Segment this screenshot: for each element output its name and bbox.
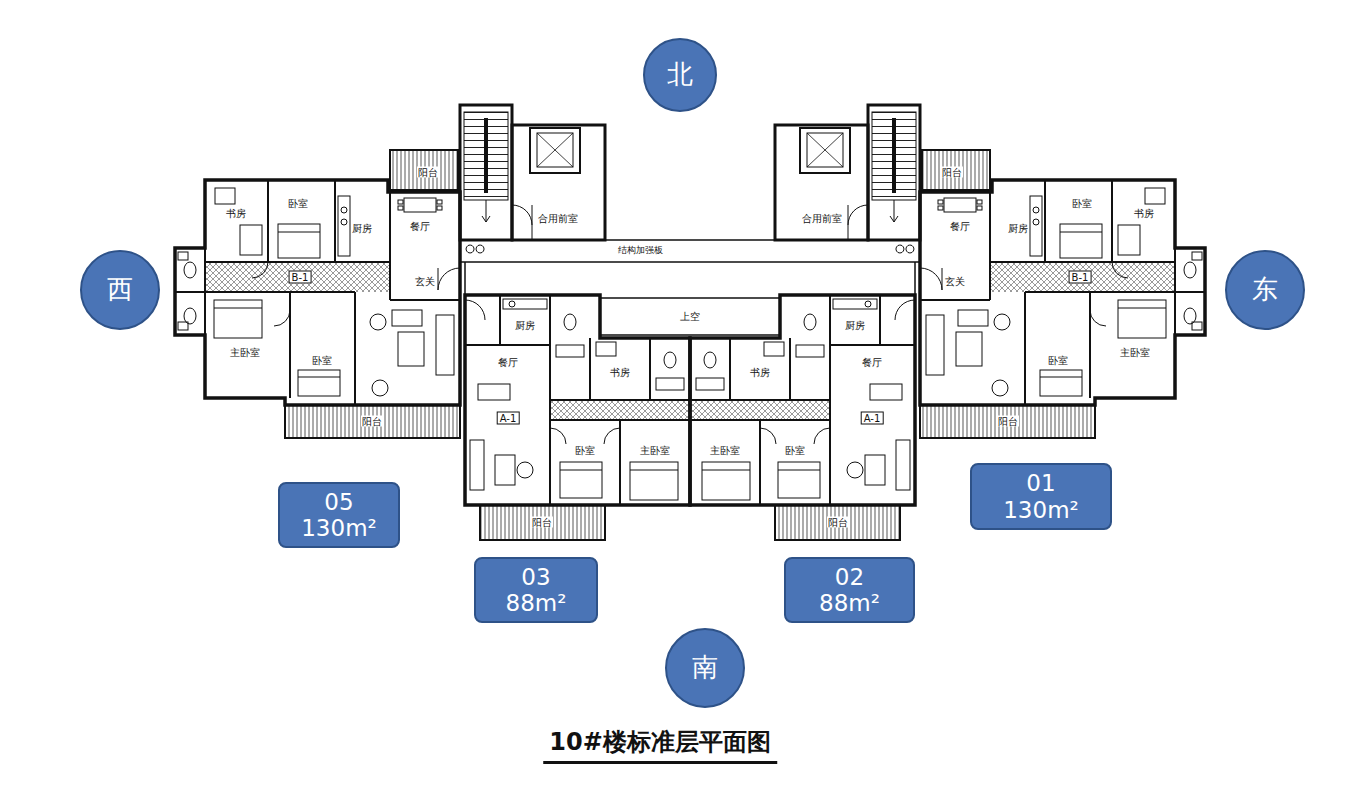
unit-number: 02 <box>835 564 864 590</box>
room-label: 玄关 <box>944 276 966 287</box>
unit-wall <box>175 180 460 405</box>
room-label: B-1 <box>1069 271 1092 284</box>
fixtures <box>465 299 684 500</box>
room-label: B-1 <box>289 271 312 284</box>
room-label: 结构加强板 <box>617 246 664 256</box>
stair-steps <box>464 112 508 200</box>
unit-area: 130m² <box>1003 497 1079 523</box>
plan-title: 10#楼标准层平面图 <box>543 726 777 764</box>
unit-number: 01 <box>1026 470 1055 496</box>
room-label: 书房 <box>749 367 771 378</box>
plan-half <box>175 105 690 540</box>
room-label: 阳台 <box>941 167 963 178</box>
fixtures <box>178 188 460 396</box>
circle-outline <box>644 39 716 111</box>
balcony <box>480 505 605 540</box>
circle-outline <box>1226 251 1304 329</box>
partition <box>175 180 460 405</box>
room-label: 卧室 <box>287 198 309 209</box>
front-room-wall <box>512 125 605 240</box>
corridor-hatch <box>550 400 690 420</box>
room-label: 餐厅 <box>861 357 883 368</box>
unit-label-box: 0288m² <box>784 557 915 623</box>
corridor-line <box>460 240 690 300</box>
room-label: 卧室 <box>1071 198 1093 209</box>
unit-wall <box>465 295 690 505</box>
room-label: 书房 <box>1133 208 1155 219</box>
balcony <box>390 150 458 190</box>
compass-circle: 南 <box>665 628 745 708</box>
room-label: 阳台 <box>827 517 849 528</box>
door-swing <box>512 205 532 240</box>
unit-number: 05 <box>324 489 353 515</box>
stair-wall <box>460 105 512 240</box>
room-label: 卧室 <box>574 445 596 456</box>
room-label: 卧室 <box>1047 355 1069 366</box>
room-label: 玄关 <box>414 276 436 287</box>
elevator-car <box>537 133 573 167</box>
direction-text: 西 <box>107 275 133 305</box>
unit-label-box: 05130m² <box>278 482 400 548</box>
room-label: 合用前室 <box>537 213 579 224</box>
room-label: 厨房 <box>351 223 373 234</box>
compass-circle: 西 <box>80 250 160 330</box>
room-label: 主卧室 <box>1119 347 1151 358</box>
room-label: 主卧室 <box>639 445 671 456</box>
room-label: 合用前室 <box>801 213 843 224</box>
compass-circle: 北 <box>643 38 717 112</box>
unit-area: 88m² <box>506 590 567 616</box>
room-label: 厨房 <box>844 320 866 331</box>
room-label: A-1 <box>861 412 884 425</box>
stair-rail <box>484 118 488 193</box>
circle-outline <box>81 251 159 329</box>
direction-text: 北 <box>667 60 693 90</box>
balcony <box>285 405 460 438</box>
unit-area: 88m² <box>819 590 880 616</box>
compass-circle: 东 <box>1225 250 1305 330</box>
room-label: 餐厅 <box>409 221 431 232</box>
unit-number: 03 <box>521 564 550 590</box>
room-label: 上空 <box>679 311 701 322</box>
room-label: 厨房 <box>514 320 536 331</box>
stair-arrow <box>482 200 490 222</box>
room-label: 主卧室 <box>229 347 261 358</box>
room-label: 书房 <box>609 367 631 378</box>
room-label: A-1 <box>497 412 520 425</box>
room-label: 餐厅 <box>949 221 971 232</box>
unit-label-box: 0388m² <box>474 557 598 623</box>
elevator-shaft <box>530 128 580 173</box>
room-label: 主卧室 <box>709 445 741 456</box>
room-label: 书房 <box>225 208 247 219</box>
room-label: 阳台 <box>361 416 383 427</box>
room-label: 餐厅 <box>497 357 519 368</box>
door-mark <box>466 245 484 253</box>
void-outline <box>600 298 690 338</box>
room-label: 厨房 <box>1007 223 1029 234</box>
room-label: 阳台 <box>417 167 439 178</box>
direction-text: 东 <box>1252 275 1278 305</box>
circle-outline <box>666 629 744 707</box>
direction-text: 南 <box>692 653 718 683</box>
room-label: 阳台 <box>997 416 1019 427</box>
room-label: 阳台 <box>531 517 553 528</box>
unit-area: 130m² <box>301 515 377 541</box>
elevator-cross <box>537 133 573 167</box>
plan-half-mirror <box>690 105 1205 540</box>
unit-label-box: 01130m² <box>970 463 1112 530</box>
room-label: 卧室 <box>784 445 806 456</box>
room-label: 卧室 <box>311 355 333 366</box>
partition <box>465 295 690 505</box>
corridor-hatch <box>205 262 390 292</box>
